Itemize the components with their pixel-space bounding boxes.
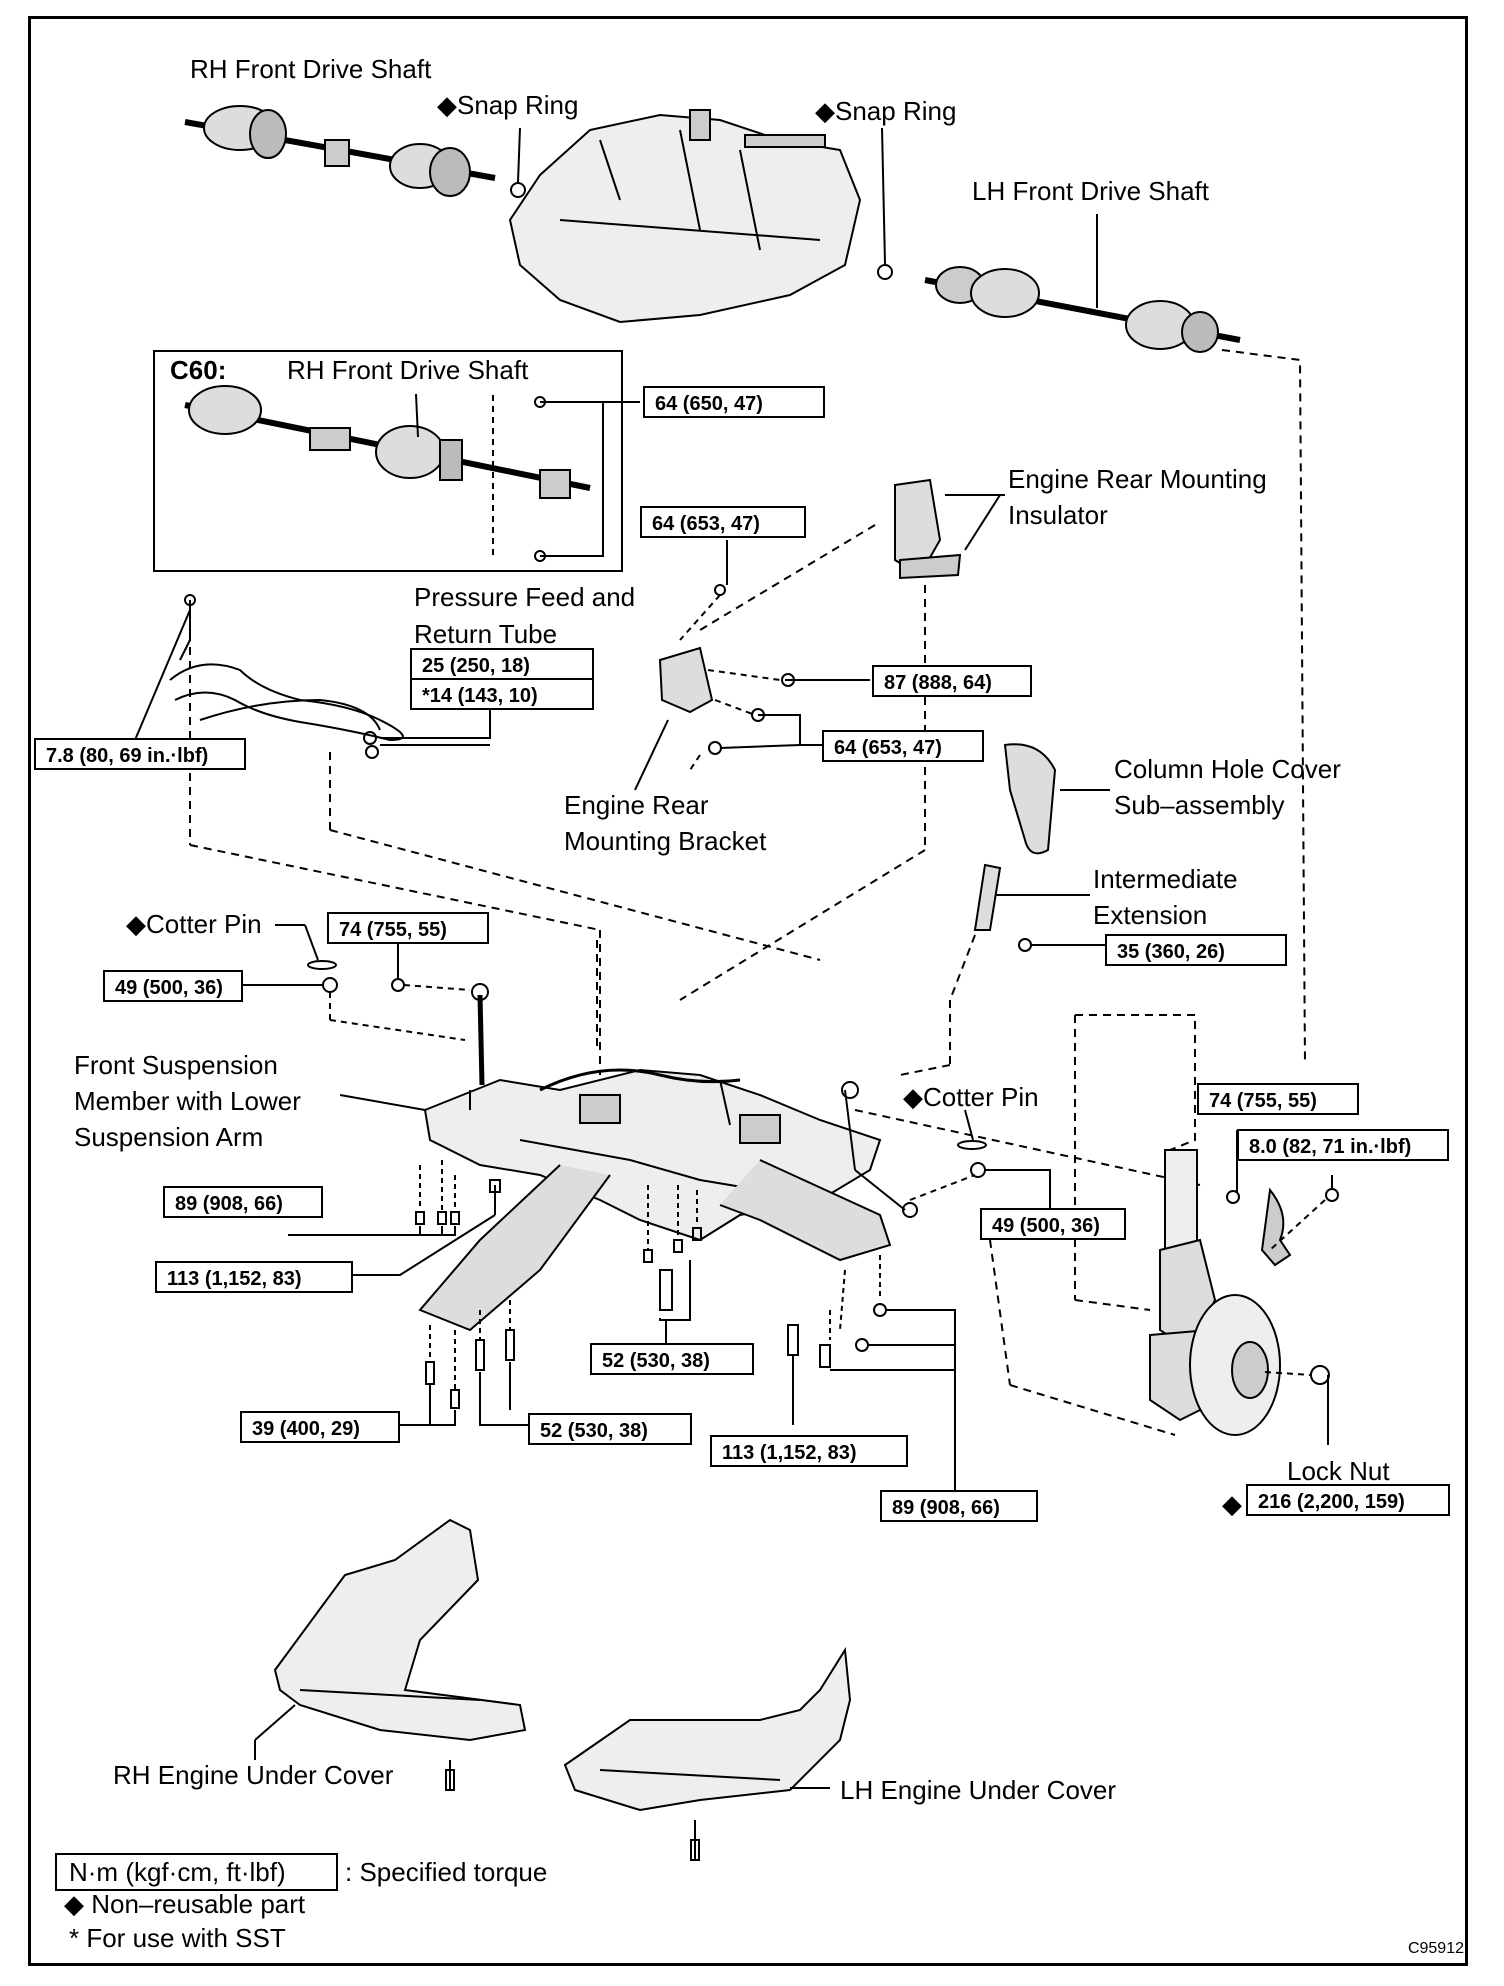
- c60-rh-front-drive-shaft-label: RH Front Drive Shaft: [287, 355, 529, 385]
- pressure-feed-tube-illustration: [169, 663, 404, 759]
- torque-spec: 74 (755, 55): [1197, 1083, 1359, 1115]
- column-hole-cover-label: Column Hole Cover: [1114, 754, 1341, 784]
- engine-rear-mounting-insulator-illustration: [894, 478, 1001, 580]
- torque-spec: 52 (530, 38): [528, 1413, 692, 1445]
- legend-sst: * For use with SST: [69, 1923, 286, 1953]
- torque-spec: 64 (653, 47): [822, 730, 984, 762]
- rh-engine-under-cover-label: RH Engine Under Cover: [113, 1760, 394, 1790]
- engine-rear-mounting-bracket-label: Engine Rear: [564, 790, 709, 820]
- torque-spec: 49 (500, 36): [103, 970, 243, 1002]
- engine-rear-mounting-bracket-label-line2: Mounting Bracket: [564, 826, 767, 856]
- cotter-pin-label: ◆Cotter Pin: [903, 1082, 1039, 1112]
- torque-spec: 113 (1,152, 83): [155, 1261, 353, 1293]
- lh-front-drive-shaft-label: LH Front Drive Shaft: [972, 176, 1209, 206]
- engine-rear-mounting-insulator-label: Engine Rear Mounting: [1008, 464, 1267, 494]
- c60-label: C60:: [170, 355, 227, 385]
- column-hole-cover-illustration: [1003, 743, 1057, 855]
- torque-spec: 74 (755, 55): [327, 912, 489, 944]
- torque-spec: 64 (650, 47): [643, 386, 825, 418]
- pressure-feed-label-line2: Return Tube: [414, 619, 558, 649]
- c60-inset-box: [153, 350, 623, 572]
- diagram-frame: [28, 16, 1468, 1966]
- lh-engine-under-cover-illustration: [563, 1646, 852, 1812]
- legend-unit-description: : Specified torque: [345, 1857, 548, 1887]
- snap-ring-label: ◆Snap Ring: [437, 90, 579, 120]
- intermediate-extension-label: Intermediate: [1093, 864, 1238, 894]
- intermediate-extension-label-line2: Extension: [1093, 900, 1208, 930]
- legend-unit-box: N·m (kgf·cm, ft·lbf): [55, 1853, 338, 1891]
- lock-nut-label: Lock Nut: [1287, 1456, 1390, 1486]
- torque-spec: 8.0 (82, 71 in.·lbf): [1237, 1129, 1449, 1161]
- torque-spec: 25 (250, 18): [410, 648, 594, 680]
- front-suspension-member-illustration: [418, 1068, 918, 1332]
- snap-ring-label: ◆Snap Ring: [815, 96, 957, 126]
- intermediate-extension-illustration: [973, 863, 1032, 952]
- cotter-pin-label: ◆Cotter Pin: [126, 909, 262, 939]
- column-hole-cover-label-line2: Sub–assembly: [1114, 790, 1285, 820]
- steering-knuckle-illustration: [1149, 1149, 1281, 1436]
- torque-spec: 89 (908, 66): [880, 1490, 1038, 1522]
- lh-engine-under-cover-label: LH Engine Under Cover: [840, 1775, 1117, 1805]
- rh-engine-under-cover-illustration: [273, 1518, 527, 1742]
- rh-drive-shaft-illustration: [184, 105, 496, 197]
- snap-ring-icon: [877, 264, 893, 280]
- torque-spec: 39 (400, 29): [240, 1411, 400, 1443]
- torque-spec: 52 (530, 38): [590, 1343, 754, 1375]
- torque-spec: 7.8 (80, 69 in.·lbf): [34, 738, 246, 770]
- front-suspension-member-label: Front Suspension: [74, 1050, 278, 1080]
- engine-rear-mounting-insulator-label-line2: Insulator: [1008, 500, 1108, 530]
- transaxle-illustration: [508, 109, 862, 324]
- torque-spec: 113 (1,152, 83): [710, 1435, 908, 1467]
- snap-ring-icon: [510, 182, 526, 198]
- engine-rear-mounting-bracket-illustration: [658, 646, 714, 714]
- non-reusable-diamond-icon: ◆: [1222, 1489, 1242, 1519]
- front-suspension-member-label-line2: Member with Lower: [74, 1086, 301, 1116]
- rh-front-drive-shaft-label: RH Front Drive Shaft: [190, 54, 432, 84]
- lh-drive-shaft-illustration: [924, 266, 1241, 353]
- legend-non-reusable: ◆ Non–reusable part: [64, 1889, 306, 1919]
- front-suspension-member-label-line3: Suspension Arm: [74, 1122, 264, 1152]
- torque-spec: 87 (888, 64): [872, 665, 1032, 697]
- torque-spec: 35 (360, 26): [1105, 934, 1287, 966]
- pressure-feed-label: Pressure Feed and: [414, 582, 636, 612]
- c60-drive-shaft-illustration: [184, 385, 591, 499]
- torque-spec: 49 (500, 36): [980, 1208, 1126, 1240]
- torque-spec: 216 (2,200, 159): [1246, 1484, 1450, 1516]
- torque-spec: 64 (653, 47): [640, 506, 806, 538]
- torque-spec: 89 (908, 66): [163, 1186, 323, 1218]
- figure-code: C95912: [1407, 1940, 1464, 1957]
- torque-spec: *14 (143, 10): [410, 678, 594, 710]
